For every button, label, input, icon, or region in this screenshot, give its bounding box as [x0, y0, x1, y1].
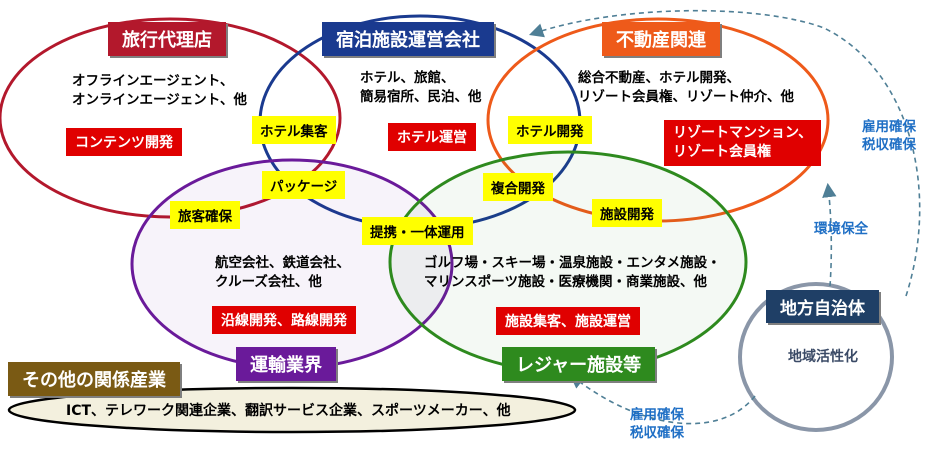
other-industries-list: ICT、テレワーク関連企業、翻訳サービス企業、スポーツメーカー、他	[66, 403, 511, 419]
lodging-desc: ホテル、旅館、 簡易宿所、民泊、他	[360, 69, 482, 107]
lodging-desc-line-1: ホテル、旅館、	[360, 70, 455, 86]
travel-role-badge: コンテンツ開発	[66, 128, 182, 156]
travel-desc-line-2: オンラインエージェント、他	[72, 92, 247, 108]
lodging-role-badge: ホテル運営	[388, 123, 476, 151]
realestate-role-badge: リゾートマンション、 リゾート会員権	[664, 120, 822, 166]
municipality-title: 地方自治体	[766, 290, 879, 323]
other-industries-oval	[7, 386, 577, 434]
transport-desc: 航空会社、鉄道会社、 クルーズ会社、他	[215, 254, 350, 292]
transport-desc-line-2: クルーズ会社、他	[215, 274, 322, 290]
realestate-desc-line-1: 総合不動産、ホテル開発、	[578, 70, 740, 86]
leisure-desc-line-1: ゴルフ場・スキー場・温泉施設・エンタメ施設・	[424, 255, 721, 271]
realestate-role-line-1: リゾートマンション、	[673, 125, 813, 141]
transport-title: 運輸業界	[236, 347, 336, 381]
flow-label-environment: 環境保全	[814, 221, 868, 237]
realestate-desc-line-2: リゾート会員権、リゾート仲介、他	[578, 89, 794, 105]
travel-desc: オフラインエージェント、 オンラインエージェント、他	[72, 72, 247, 110]
flow-arrow-to-leisure	[569, 374, 756, 425]
lodging-operator-title: 宿泊施設運営会社	[322, 22, 494, 56]
travel-agency-title: 旅行代理店	[108, 22, 226, 56]
overlap-hotel-customers: ホテル集客	[252, 116, 336, 144]
travel-desc-line-1: オフラインエージェント、	[72, 73, 234, 89]
overlap-facility-development: 施設開発	[592, 199, 662, 227]
overlap-mixed-development: 複合開発	[483, 173, 553, 201]
realestate-title: 不動産関連	[602, 22, 720, 56]
overlap-hotel-development: ホテル開発	[508, 116, 592, 144]
transport-role-badge: 沿線開発、路線開発	[212, 306, 356, 334]
leisure-desc-line-2: マリンスポーツ施設・医療機関・商業施設、他	[424, 274, 707, 290]
leisure-title: レジャー施設等	[502, 347, 656, 381]
realestate-role-line-2: リゾート会員権	[673, 144, 771, 160]
flow-label-to-leisure-2: 税収確保	[630, 425, 684, 441]
lodging-desc-line-2: 簡易宿所、民泊、他	[360, 89, 482, 105]
flow-label-to-leisure-1: 雇用確保	[630, 407, 684, 423]
flow-label-to-top-2: 税収確保	[862, 137, 916, 153]
overlap-package: パッケージ	[262, 171, 346, 199]
flow-label-to-leisure: 雇用確保 税収確保	[630, 406, 684, 442]
realestate-desc: 総合不動産、ホテル開発、 リゾート会員権、リゾート仲介、他	[578, 69, 794, 107]
flow-label-to-top: 雇用確保 税収確保	[862, 118, 916, 154]
overlap-tieup: 提携・一体運用	[362, 217, 473, 245]
other-industries-title: その他の関係産業	[8, 362, 180, 396]
transport-desc-line-1: 航空会社、鉄道会社、	[215, 255, 350, 271]
flow-arrow-to-top	[528, 9, 921, 297]
leisure-role-badge: 施設集客、施設運営	[496, 307, 640, 335]
flow-label-to-top-1: 雇用確保	[862, 119, 916, 135]
overlap-traveler-acquisition: 旅客確保	[170, 201, 240, 229]
flow-arrow-environment	[822, 182, 837, 287]
leisure-desc: ゴルフ場・スキー場・温泉施設・エンタメ施設・ マリンスポーツ施設・医療機関・商業…	[424, 254, 721, 292]
municipality-center-text: 地域活性化	[788, 349, 858, 365]
